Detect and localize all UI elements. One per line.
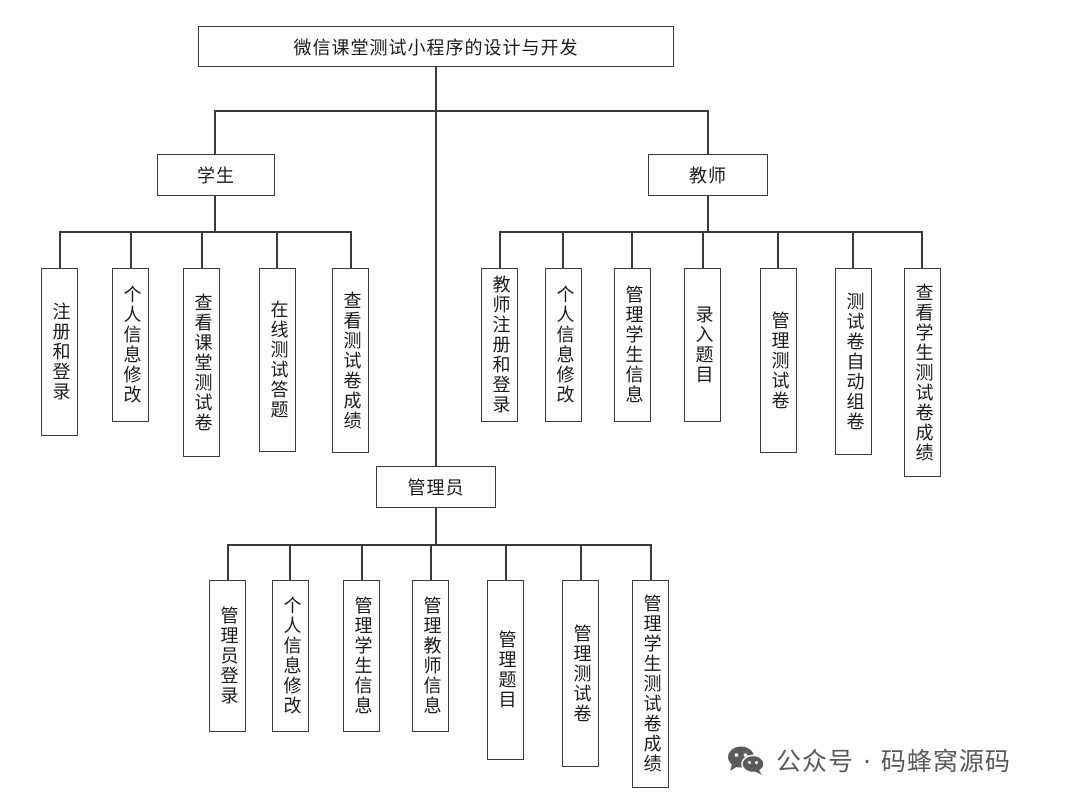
admin-item-node: 管理教师信息 [412,580,449,732]
connector-line [201,231,203,269]
teacher-item-label: 个人信息修改 [553,285,575,405]
connector-line [214,110,709,112]
connector-line [435,66,437,468]
connector-line [59,231,61,269]
connector-line [505,544,507,581]
student-item-label: 个人信息修改 [120,285,142,405]
admin-item-label: 管理测试卷 [570,623,592,724]
student-item-label: 查看课堂测试卷 [191,292,213,433]
teacher-item-label: 管理测试卷 [768,310,790,411]
connector-line [580,544,582,581]
watermark: 公众号 · 码蜂窝源码 [726,742,1011,778]
admin-item-node: 管理学生测试卷成绩 [632,580,669,788]
connector-line [227,544,652,546]
teacher-item-node: 管理学生信息 [614,268,651,422]
connector-line [499,231,501,269]
admin-item-label: 管理题目 [495,630,517,710]
admin-node: 管理员 [376,466,496,508]
connector-line [350,231,352,269]
teacher-item-node: 教师注册和登录 [481,268,518,422]
student-node-label: 学生 [197,166,235,187]
connector-line [499,231,923,233]
student-item-node: 个人信息修改 [112,268,149,422]
student-item-label: 在线测试答题 [267,300,289,420]
teacher-item-node: 测试卷自动组卷 [835,268,872,455]
admin-item-label: 管理教师信息 [420,596,442,716]
admin-item-node: 个人信息修改 [272,580,309,732]
student-item-node: 注册和登录 [41,268,78,436]
teacher-item-node: 个人信息修改 [545,268,582,422]
connector-line [921,231,923,269]
root-node: 微信课堂测试小程序的设计与开发 [198,26,674,67]
connector-line [276,231,278,269]
teacher-item-label: 测试卷自动组卷 [843,291,865,432]
connector-line [707,110,709,155]
teacher-item-node: 管理测试卷 [760,268,797,453]
student-item-node: 查看课堂测试卷 [183,268,220,457]
teacher-item-label: 教师注册和登录 [489,275,511,415]
connector-line [702,231,704,269]
root-node-label: 微信课堂测试小程序的设计与开发 [293,37,579,59]
admin-item-node: 管理学生信息 [343,580,380,732]
teacher-item-node: 录入题目 [684,268,721,422]
connector-line [707,195,709,231]
student-item-label: 查看测试卷成绩 [340,290,362,431]
admin-item-label: 管理员登录 [217,606,239,706]
student-item-label: 注册和登录 [49,302,71,402]
teacher-item-label: 录入题目 [692,305,714,385]
connector-line [562,231,564,269]
connector-line [435,507,437,544]
watermark-text: 公众号 · 码蜂窝源码 [776,747,1011,776]
connector-line [214,195,216,231]
student-node: 学生 [157,154,275,196]
admin-item-label: 管理学生测试卷成绩 [640,594,662,774]
teacher-node-label: 教师 [689,166,727,187]
connector-line [227,544,229,581]
teacher-item-label: 查看学生测试卷成绩 [912,282,934,463]
admin-item-node: 管理测试卷 [562,580,599,767]
connector-line [852,231,854,269]
admin-item-node: 管理员登录 [209,580,246,732]
student-item-node: 在线测试答题 [259,268,296,452]
admin-item-label: 管理学生信息 [351,596,373,716]
admin-item-label: 个人信息修改 [280,596,302,716]
connector-line [650,544,652,581]
student-item-node: 查看测试卷成绩 [332,268,369,453]
connector-line [631,231,633,269]
connector-line [777,231,779,269]
teacher-node: 教师 [648,154,768,196]
connector-line [214,110,216,155]
connector-line [59,231,352,233]
connector-line [361,544,363,581]
connector-line [430,544,432,581]
wechat-icon [728,746,765,775]
admin-node-label: 管理员 [407,478,465,499]
connector-line [130,231,132,269]
connector-line [289,544,291,581]
teacher-item-label: 管理学生信息 [622,285,644,405]
teacher-item-node: 查看学生测试卷成绩 [904,268,941,477]
admin-item-node: 管理题目 [487,580,524,760]
